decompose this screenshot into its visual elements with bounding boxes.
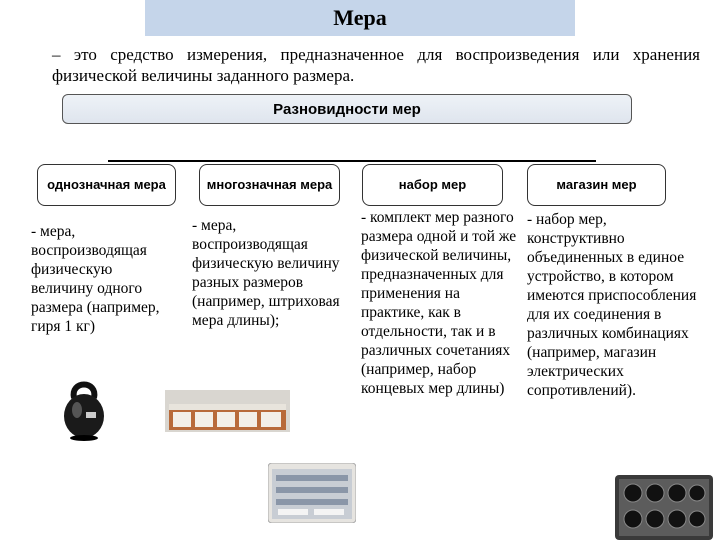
type-box-multi: многозначная мера (199, 164, 340, 206)
type-desc-multi: - мера, воспроизводящая физическую велич… (192, 217, 340, 329)
gauge-block-set-icon (268, 463, 356, 523)
types-header: Разновидности мер (62, 94, 632, 124)
type-desc-single: - мера, воспроизводящая физическую велич… (31, 223, 160, 335)
page-title: Мера (145, 0, 575, 36)
line-measure-icon (165, 390, 290, 432)
definition-text: – это средство измерения, предназначенно… (52, 45, 700, 85)
type-desc-set: - комплект мер разного размера одной и т… (361, 209, 517, 397)
type-box-set: набор мер (362, 164, 503, 206)
connector-line (108, 160, 596, 162)
resistance-box-icon (615, 475, 713, 540)
type-desc-store: - набор мер, конструктивно объединенных … (527, 211, 697, 399)
type-box-store: магазин мер (527, 164, 666, 206)
kettlebell-icon (64, 381, 104, 441)
type-box-single: однозначная мера (37, 164, 176, 206)
